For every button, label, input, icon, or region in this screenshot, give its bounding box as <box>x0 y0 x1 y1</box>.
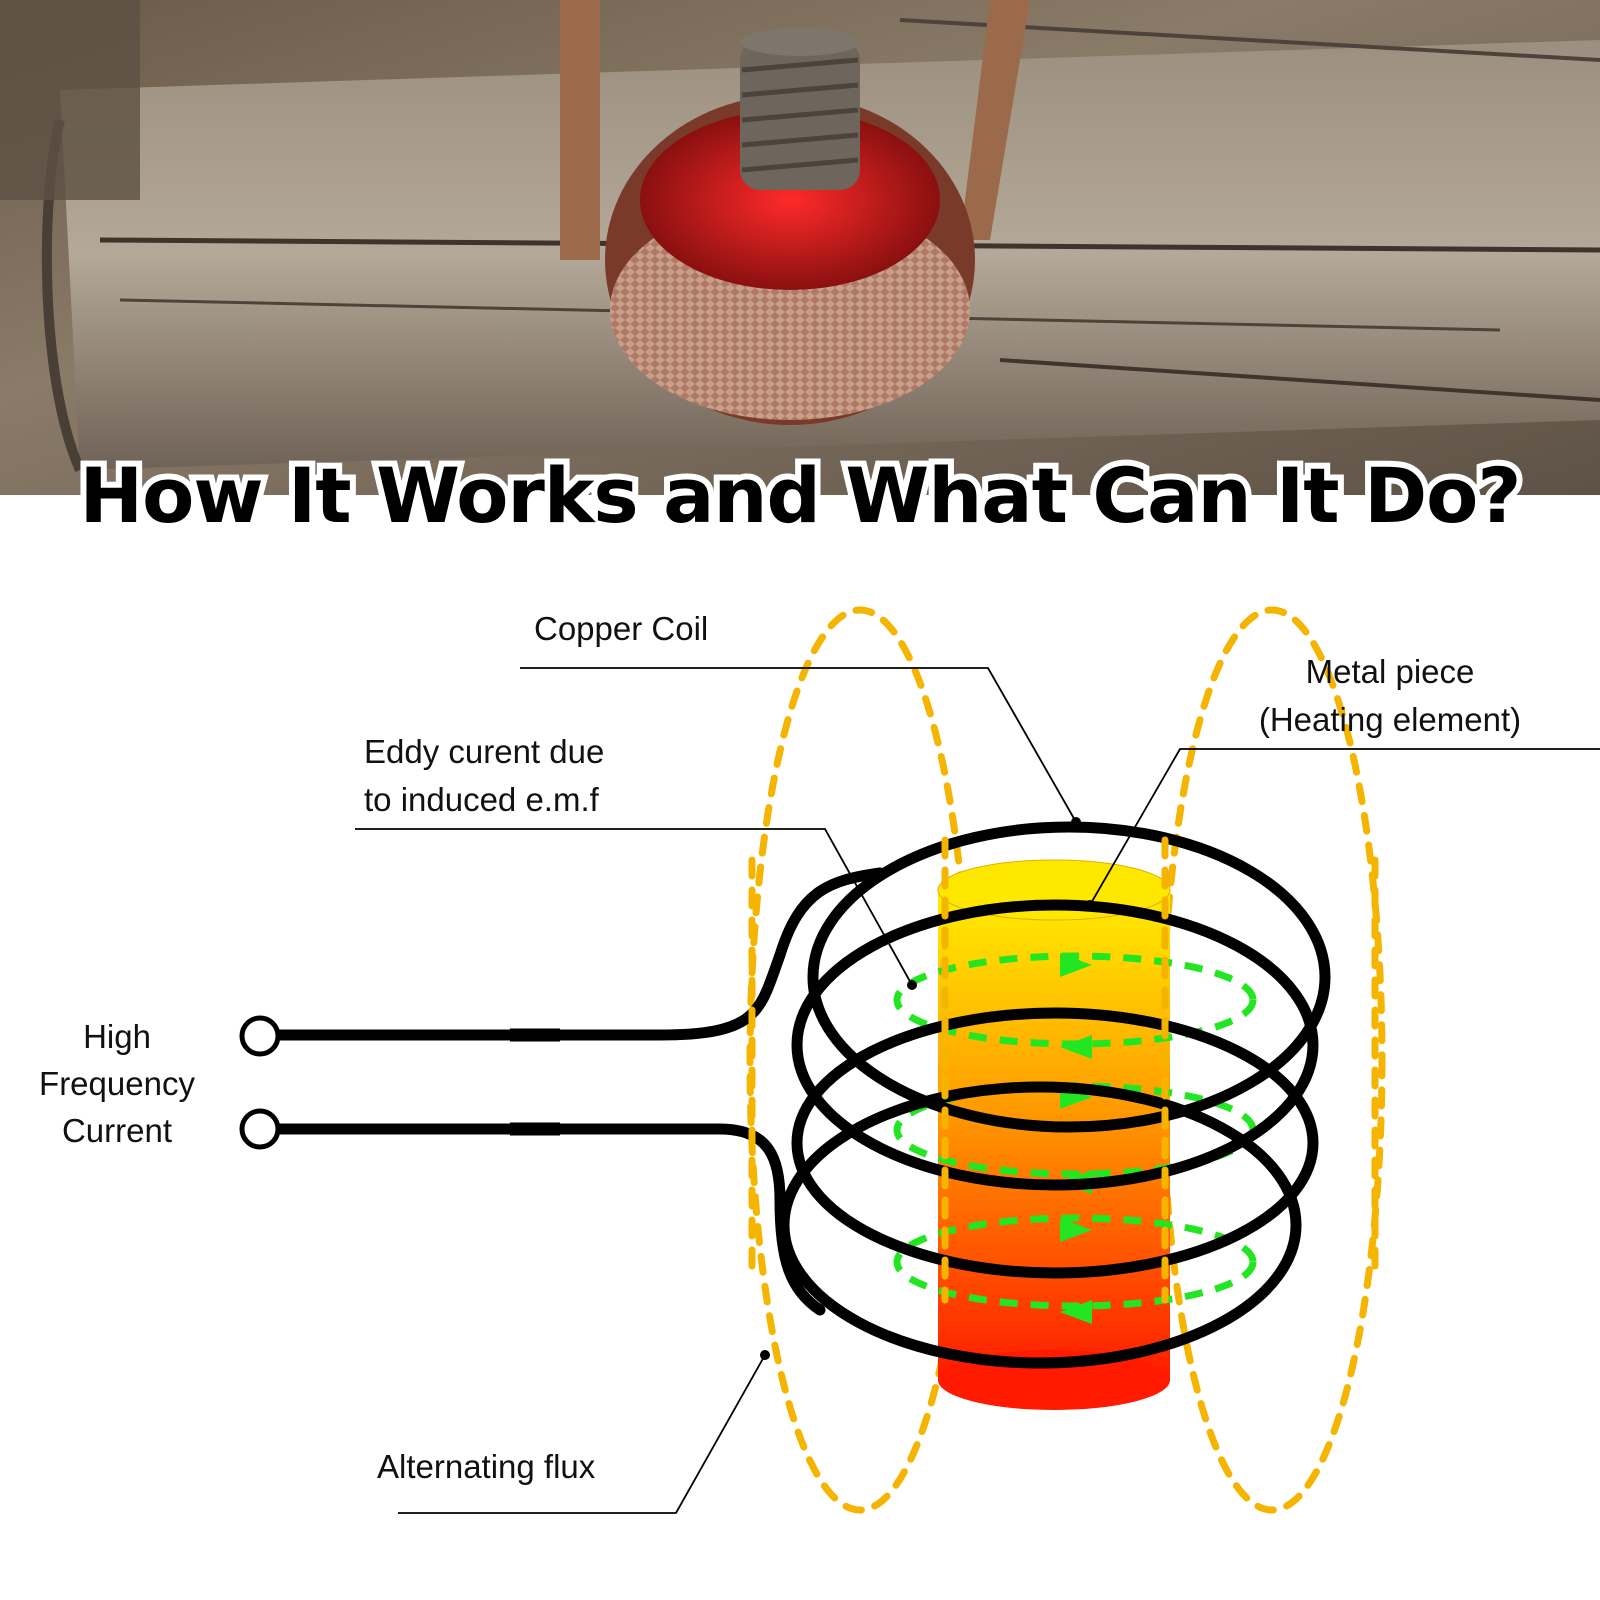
hf-label-line3: Current <box>62 1112 172 1149</box>
metal-piece-label-line2: (Heating element) <box>1259 701 1521 738</box>
page-title: How It Works and What Can It Do? <box>74 445 1528 546</box>
eddy-label-line1: Eddy curent due <box>364 733 604 770</box>
terminal-bottom <box>239 1108 281 1150</box>
metal-piece <box>937 859 1171 1410</box>
metal-piece-label-line1: Metal piece <box>1306 653 1475 690</box>
copper-coil <box>264 821 1331 1369</box>
flux-label: Alternating flux <box>377 1448 596 1485</box>
terminal-top <box>239 1015 281 1057</box>
hf-label-line2: Frequency <box>39 1065 195 1102</box>
flux-loop-right <box>1158 606 1386 1514</box>
hf-label-line1: High <box>83 1018 151 1055</box>
copper-coil-label: Copper Coil <box>534 610 708 647</box>
eddy-label-line2: to induced e.m.f <box>364 781 600 818</box>
induction-heating-photo <box>0 0 1600 495</box>
